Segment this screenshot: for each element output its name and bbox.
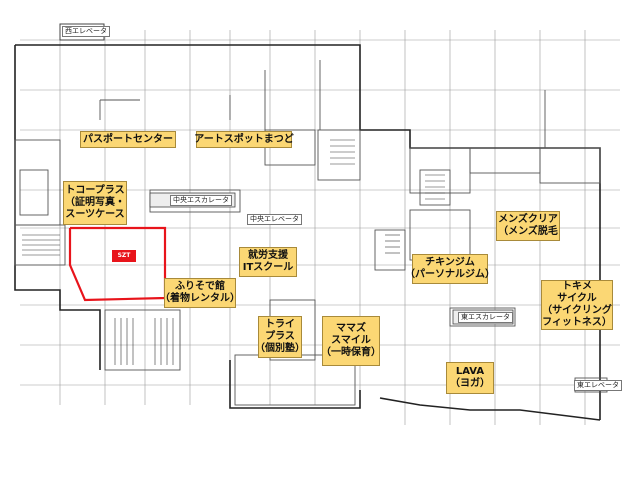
center-escalator-label: 中央エスカレータ — [170, 195, 232, 206]
stairs-west — [22, 234, 60, 256]
tenant-line: ふりそで館 — [175, 281, 225, 292]
tenant-art-spot-matsudo[interactable]: アートスポットまつど — [194, 131, 294, 148]
tenant-line: スマイル — [331, 335, 371, 346]
tenant-line: （個別塾） — [255, 343, 305, 354]
tenant-line: フィットネス） — [542, 317, 612, 328]
tenant-line: ママズ — [336, 323, 366, 334]
current-location-marker: SZT — [112, 250, 136, 262]
east-escalator-label: 東エスカレータ — [458, 312, 513, 323]
tenant-employment-it-school[interactable]: 就労支援 ITスクール — [239, 247, 297, 277]
tenant-mens-clear[interactable]: メンズクリア （メンズ脱毛 — [496, 211, 560, 241]
tenant-tocoo-plus[interactable]: トコープラス （証明写真・ スーツケース — [63, 181, 127, 225]
stairs-east — [425, 174, 445, 200]
tenant-try-plus[interactable]: トライ プラス （個別塾） — [255, 316, 305, 358]
tenant-mamas-smile[interactable]: ママズ スマイル （一時保育） — [321, 316, 381, 366]
tenant-furisodekan[interactable]: ふりそで館 （着物レンタル） — [160, 278, 240, 308]
tenant-line: トコープラス — [65, 185, 125, 196]
tenant-lava[interactable]: LAVA （ヨガ） — [446, 362, 494, 394]
tenant-line: （一時保育） — [321, 347, 381, 358]
tenant-line: トキメ — [562, 281, 592, 292]
tenant-line: LAVA — [455, 366, 485, 377]
column-grid — [20, 30, 620, 425]
center-elevator-label: 中央エレベータ — [247, 214, 302, 225]
tenant-line: チキンジム — [425, 257, 475, 268]
tenant-chicken-gym[interactable]: チキンジム （パーソナルジム） — [405, 254, 495, 284]
tenant-line: ITスクール — [242, 262, 294, 273]
tenant-line: （パーソナルジム） — [405, 269, 495, 280]
stairs-south-west — [114, 318, 174, 365]
tenant-line: メンズクリア — [498, 214, 558, 225]
east-elevator-label: 東エレベータ — [574, 380, 622, 391]
tenant-line: （サイクリング — [542, 305, 612, 316]
tenant-line: アートスポットまつど — [194, 133, 294, 145]
tenant-line: プラス — [265, 331, 295, 342]
highlighted-area-outline — [68, 226, 167, 302]
tenant-line: スーツケース — [65, 209, 125, 220]
stairs — [22, 139, 445, 365]
tenant-line: （着物レンタル） — [160, 293, 240, 304]
tenant-line: （メンズ脱毛 — [498, 226, 558, 237]
tenant-line: サイクル — [557, 293, 597, 304]
tenant-tokime-cycle[interactable]: トキメ サイクル （サイクリング フィットネス） — [541, 280, 613, 330]
stairs-center — [330, 139, 400, 254]
tenant-line: パスポートセンター — [83, 133, 173, 145]
tenant-line: （証明写真・ — [65, 197, 125, 208]
tenant-line: 就労支援 — [248, 250, 288, 261]
tenant-passport-center[interactable]: パスポートセンター — [80, 131, 176, 148]
tenant-line: トライ — [265, 319, 295, 330]
west-elevator-label: 西エレベータ — [62, 26, 110, 37]
tenant-line: （ヨガ） — [450, 378, 490, 389]
